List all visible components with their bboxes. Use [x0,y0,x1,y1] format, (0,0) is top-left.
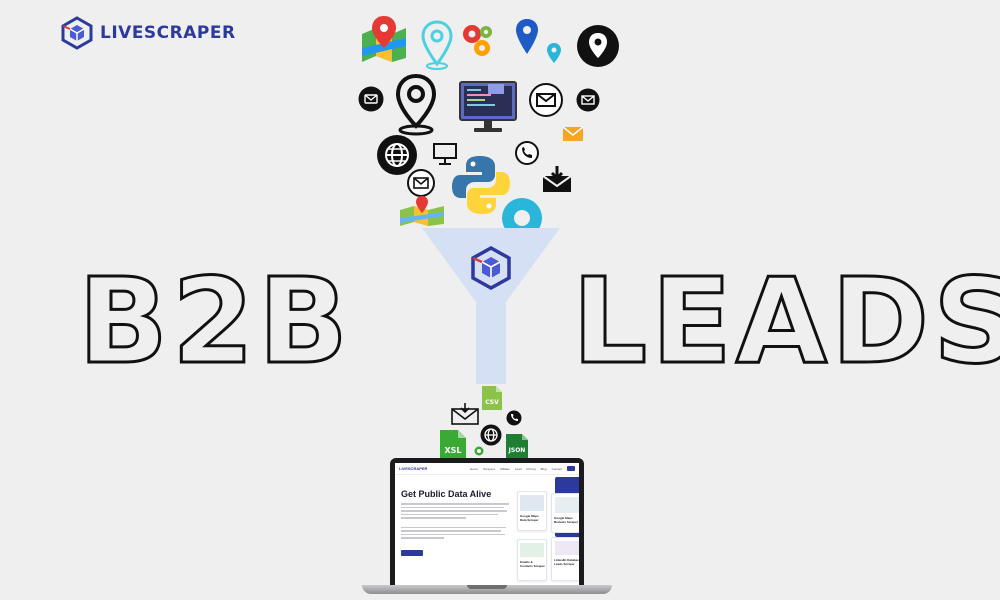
website-card[interactable]: Emails & Contacts Scraper [517,539,547,581]
location-pin-icon [502,198,542,230]
website-preview: LIVESCRAPER Home Scrapers Affiliate Lead… [395,463,579,586]
email-icon [407,169,435,197]
json-file-icon: JSON [506,434,528,458]
location-pin-icon [516,19,538,54]
email-icon [576,88,600,112]
xsl-file-icon: XSL [440,430,466,460]
website-card[interactable]: Google Maps Reviews Scraper [551,493,579,533]
email-icon [562,126,584,141]
livescraper-cube-icon [61,16,93,50]
card-image [555,541,579,555]
csv-file-icon: CSV [482,386,502,410]
email-icon [358,86,384,112]
funnel-graphic [422,228,560,384]
website-cards: Google Maps Data Scraper Google Maps Rev… [517,491,579,583]
python-logo-icon [452,156,510,214]
gears-icon [463,25,492,56]
map-pin-icon [362,16,406,62]
location-pin-icon [395,73,437,136]
globe-icon [480,424,502,446]
website-nav-item[interactable]: Contact [551,466,562,471]
location-pin-icon [577,25,619,67]
brand-name: LIVESCRAPER [100,23,236,43]
website-nav-item[interactable]: Affiliate [499,466,510,471]
xsl-label: XSL [444,446,461,455]
location-pin-icon [547,43,561,63]
card-image [555,497,579,513]
card-label: Google Maps Data Scraper [520,514,539,522]
website-nav-item[interactable]: Blog [540,466,547,471]
website-hero-text [401,503,509,541]
laptop-base [362,585,612,594]
website-nav-item[interactable]: Pricing [526,466,536,471]
card-label: Emails & Contacts Scraper [520,560,545,568]
headline-right-word: LEADS [570,252,1000,390]
location-pin-icon [421,20,453,70]
website-nav-button[interactable] [567,466,575,471]
email-icon [529,83,563,117]
laptop-screen-frame: LIVESCRAPER Home Scrapers Affiliate Lead… [390,458,584,586]
phone-icon [506,410,522,426]
globe-icon [377,135,417,175]
website-card[interactable]: LinkedIn Database Leads Scraper [551,537,579,581]
website-nav-item[interactable]: Home [469,466,478,471]
website-hero-button[interactable] [401,550,423,556]
website-nav: LIVESCRAPER Home Scrapers Affiliate Lead… [395,463,579,475]
laptop-notch [467,585,507,589]
csv-label: CSV [485,399,499,406]
website-brand[interactable]: LIVESCRAPER [399,466,428,471]
monitor-icon [459,81,517,132]
email-icon [451,403,479,425]
website-card[interactable]: Google Maps Data Scraper [517,491,547,531]
monitor-icon [433,143,457,165]
brand-logo[interactable]: LIVESCRAPER [60,16,236,50]
website-nav-item[interactable]: Lead [514,466,522,471]
json-label: JSON [508,447,526,454]
card-image [520,495,544,511]
whatsapp-icon [474,446,484,456]
map-pin-icon [400,196,444,226]
phone-icon [515,141,539,165]
card-label: LinkedIn Database Leads Scraper [554,558,579,566]
inbox-icon [542,166,572,192]
laptop-mockup: LIVESCRAPER Home Scrapers Affiliate Lead… [362,458,612,600]
card-image [520,543,544,557]
card-label: Google Maps Reviews Scraper [554,516,579,524]
headline-left-word: B2B [77,252,352,390]
website-nav-item[interactable]: Scrapers [482,466,495,471]
website-hero-title: Get Public Data Alive [401,489,492,499]
